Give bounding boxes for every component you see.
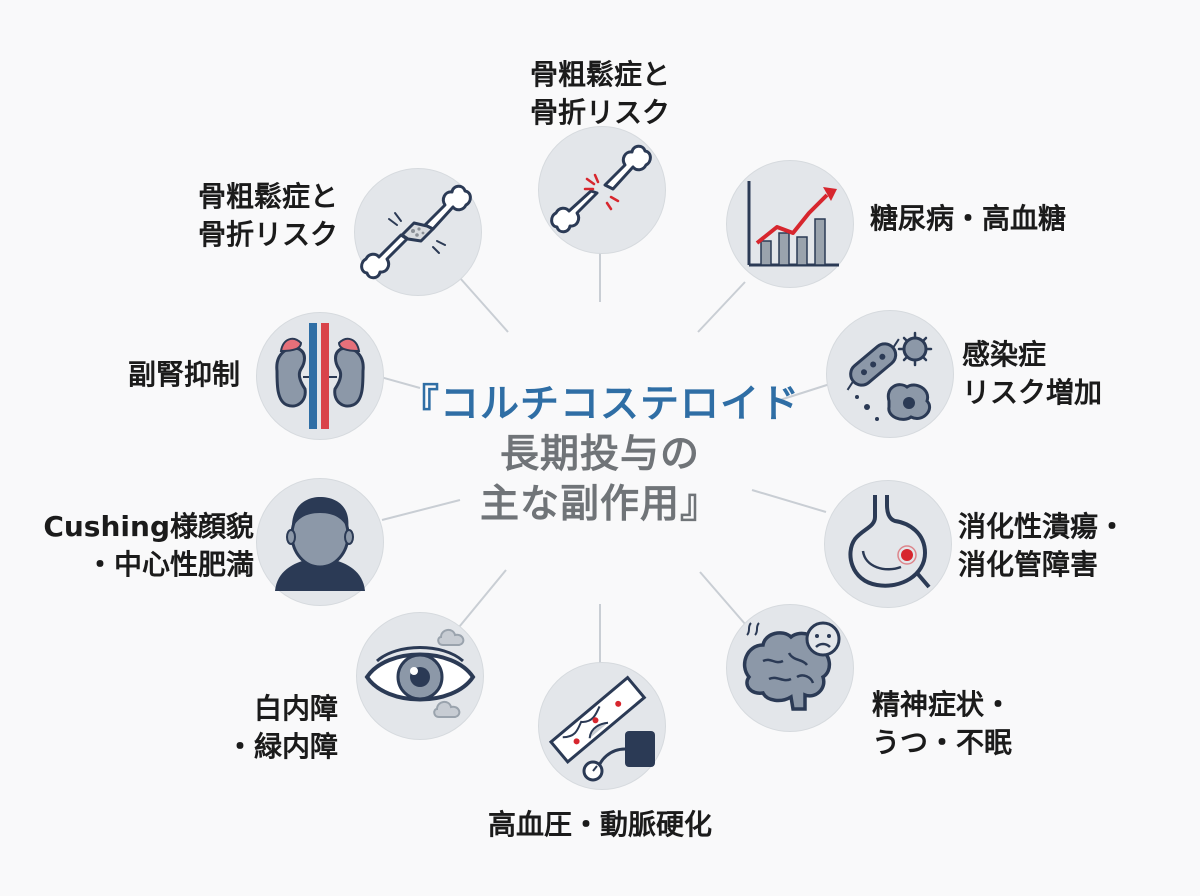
label-adrenal: 副腎抑制 — [127, 358, 240, 391]
connector-bone-left — [459, 277, 509, 333]
label-infection: 感染症 リスク増加 — [962, 338, 1103, 409]
node-adrenal — [256, 312, 384, 440]
node-infection — [826, 310, 954, 438]
label-cushing: Cushing様顔貌 ・中心性肥満 — [43, 510, 254, 581]
bacteria-virus-icon — [846, 331, 933, 421]
node-cushing — [256, 478, 384, 606]
center-title-line2: 長期投与の — [499, 431, 700, 477]
connector-cushing — [381, 499, 461, 521]
fractured-bone-icon — [360, 184, 472, 280]
center-title: 『コルチコステロイド 長期投与の 主な副作用』 — [390, 380, 810, 530]
node-hypertension — [538, 662, 666, 790]
node-psych — [726, 604, 854, 732]
brain-sad-icon — [742, 621, 841, 711]
connector-ulcer — [751, 489, 827, 513]
node-bone-left — [354, 168, 482, 296]
center-title-line3: 主な副作用』 — [479, 481, 720, 527]
rising-chart-icon — [747, 181, 839, 267]
node-ulcer — [824, 480, 952, 608]
label-ulcer: 消化性潰瘍・ 消化管障害 — [958, 510, 1127, 581]
connector-infection — [779, 383, 831, 401]
artery-bp-cuff-icon — [548, 675, 655, 782]
eye-cataract-icon — [364, 629, 476, 718]
stomach-ulcer-icon — [848, 495, 931, 589]
label-bone-left: 骨粗鬆症と 骨折リスク — [197, 180, 338, 251]
person-face-icon — [275, 497, 365, 591]
label-bone-top: 骨粗鬆症と 骨折リスク — [529, 58, 670, 129]
node-diabetes — [726, 160, 854, 288]
connector-adrenal — [376, 375, 421, 389]
connector-psych — [699, 571, 753, 633]
node-eye — [356, 612, 484, 740]
label-hypertension: 高血圧・動脈硬化 — [487, 808, 712, 841]
broken-bone-icon — [550, 144, 652, 234]
label-eye: 白内障 ・緑内障 — [225, 692, 338, 763]
kidney-adrenal-icon — [275, 323, 365, 429]
label-diabetes: 糖尿病・高血糖 — [870, 202, 1067, 235]
node-bone-top — [538, 126, 666, 254]
label-psych: 精神症状・ うつ・不眠 — [872, 688, 1013, 759]
center-title-line1: 『コルチコステロイド — [399, 382, 800, 427]
connector-diabetes — [697, 281, 746, 333]
